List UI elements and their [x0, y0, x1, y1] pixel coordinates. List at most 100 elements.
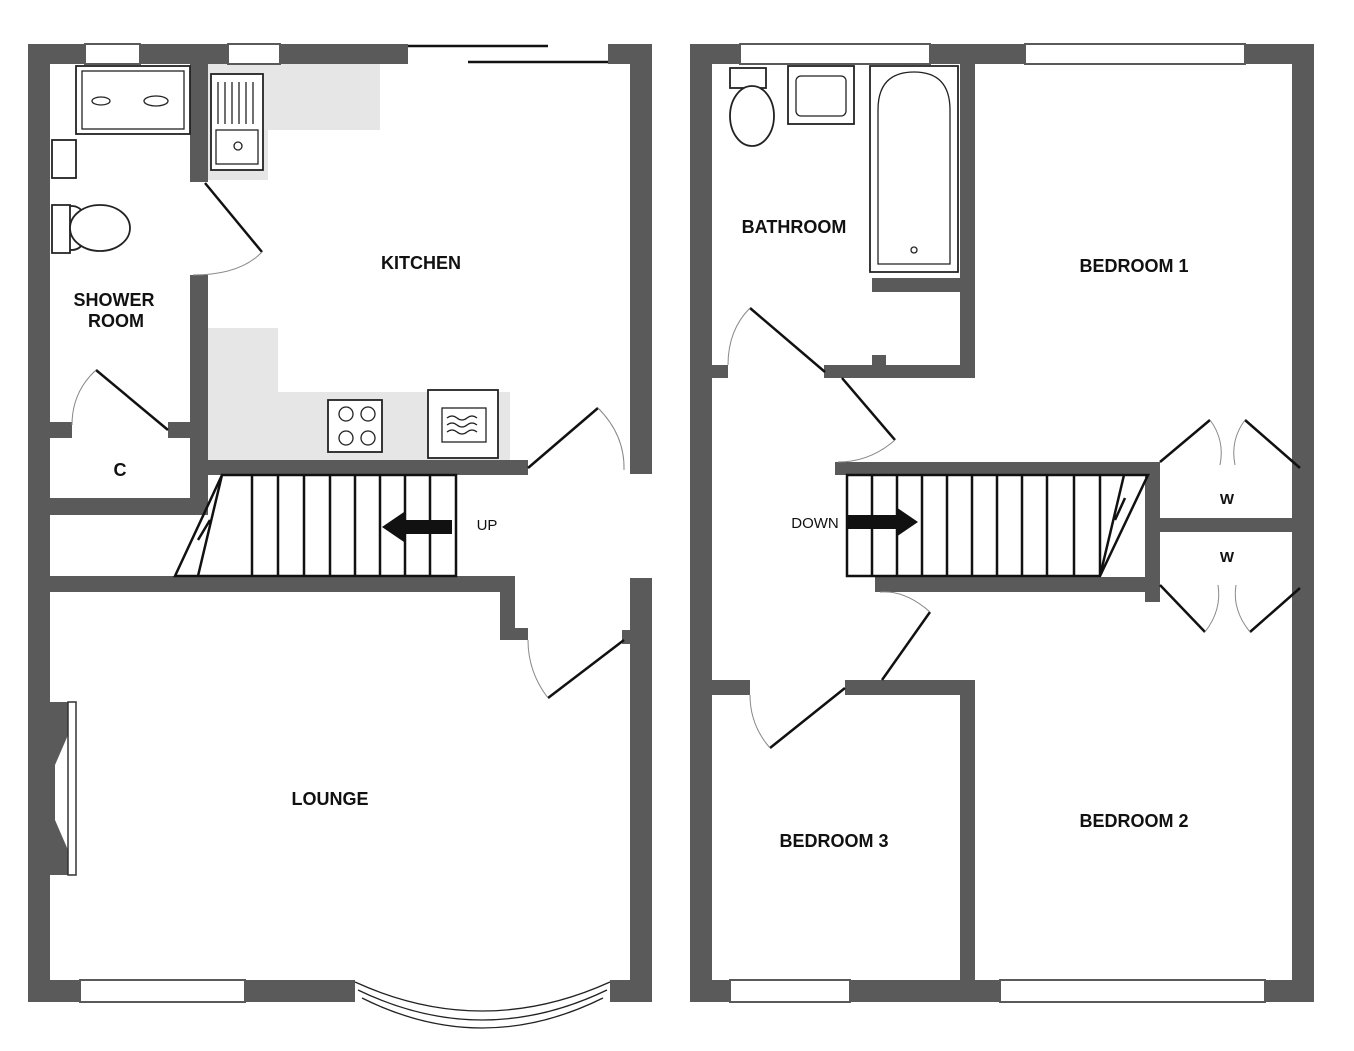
wall — [712, 365, 728, 378]
room-label-cupboard: C — [114, 460, 127, 480]
wall — [28, 44, 50, 1002]
hob-icon — [327, 399, 383, 453]
room-label-bedroom-2: BEDROOM 2 — [1079, 811, 1188, 831]
window — [84, 43, 141, 65]
window — [729, 979, 851, 1003]
door-swing — [71, 369, 97, 426]
door — [880, 611, 932, 681]
toilet-bowl — [729, 85, 775, 147]
basin-bowl — [795, 75, 847, 117]
shower-tray-inner — [81, 70, 185, 130]
stairs-up-arrow-icon — [382, 512, 452, 542]
room-label-bedroom-3: BEDROOM 3 — [779, 831, 888, 851]
wall — [630, 578, 652, 1002]
bath-icon — [869, 65, 959, 273]
hob-ring — [338, 430, 354, 446]
wall — [960, 64, 975, 378]
door — [749, 307, 826, 373]
wall — [875, 577, 1160, 592]
door-swing — [597, 407, 625, 471]
wall — [690, 44, 712, 1002]
sink-icon — [210, 73, 264, 171]
chimney-breast — [50, 702, 68, 875]
door-swing — [527, 639, 549, 699]
door-swing — [1204, 584, 1251, 633]
shower-drain-icon — [91, 96, 111, 106]
toilet-cistern — [51, 204, 71, 254]
first-floor: BATHROOM BEDROOM 1 W W DOWN BEDROOM 2 BE… — [690, 43, 1314, 1003]
wall — [208, 460, 528, 475]
door — [204, 182, 263, 253]
room-label-shower-room: SHOWER — [74, 290, 155, 310]
staircase-ground — [173, 473, 458, 578]
wall — [824, 365, 975, 378]
wall — [50, 576, 515, 592]
wall — [712, 680, 750, 695]
stairs-label-up: UP — [477, 517, 498, 534]
bath-plug — [910, 246, 918, 254]
window — [739, 43, 931, 65]
staircase-first — [845, 473, 1150, 578]
hob-ring — [338, 406, 354, 422]
wall — [872, 278, 960, 292]
wall — [872, 355, 886, 367]
door — [95, 369, 169, 431]
washer-door — [441, 407, 487, 443]
bay-window — [354, 981, 611, 1029]
kitchen-worktop-left — [208, 328, 278, 460]
window — [1024, 43, 1246, 65]
door-swing — [837, 439, 896, 463]
wall — [1292, 44, 1314, 1002]
front-door — [547, 639, 625, 699]
hob-ring — [360, 406, 376, 422]
door — [769, 687, 846, 749]
ground-floor: KITCHEN SHOWER ROOM C UP LOUNGE — [28, 43, 652, 1029]
wardrobe-doors — [1159, 584, 1301, 633]
wall — [960, 680, 975, 1002]
wall — [1160, 518, 1292, 532]
room-label-wardrobe-2: W — [1220, 549, 1235, 566]
door-swing — [192, 251, 263, 276]
bath-inner — [877, 71, 951, 265]
window — [227, 43, 281, 65]
wall — [630, 44, 652, 474]
sink-bowl — [215, 129, 259, 165]
stairs-down-arrow-icon — [848, 507, 918, 537]
sink-plug — [233, 141, 243, 151]
door-swing — [727, 307, 751, 366]
wall — [50, 498, 208, 515]
stairs-label-down: DOWN — [791, 515, 839, 532]
shower-tray-icon — [75, 65, 191, 135]
door-swing — [749, 694, 771, 749]
sliding-door — [408, 44, 608, 64]
door — [841, 377, 896, 441]
window — [999, 979, 1266, 1003]
room-label-shower-room-2: ROOM — [88, 311, 144, 331]
wall — [622, 630, 632, 644]
basin-icon — [51, 139, 77, 179]
drainer — [217, 82, 254, 124]
room-label-kitchen: KITCHEN — [381, 253, 461, 273]
wall — [190, 64, 208, 182]
door — [527, 407, 599, 469]
hearth — [67, 701, 77, 876]
wall — [168, 422, 208, 438]
room-label-bedroom-1: BEDROOM 1 — [1079, 256, 1188, 276]
door-swing — [1209, 419, 1246, 466]
wall — [500, 628, 528, 640]
toilet-bowl — [69, 204, 131, 252]
room-label-wardrobe-1: W — [1220, 491, 1235, 508]
room-label-lounge: LOUNGE — [291, 789, 368, 809]
wall — [190, 275, 208, 515]
door-swing — [879, 591, 931, 613]
window — [79, 979, 246, 1003]
wall — [845, 680, 975, 695]
wall — [500, 576, 515, 640]
washer-waves — [446, 415, 478, 435]
wall — [50, 422, 72, 438]
wall — [835, 462, 1160, 475]
room-label-bathroom: BATHROOM — [742, 217, 847, 237]
wall — [1145, 462, 1160, 602]
bay-opening — [355, 980, 610, 1002]
